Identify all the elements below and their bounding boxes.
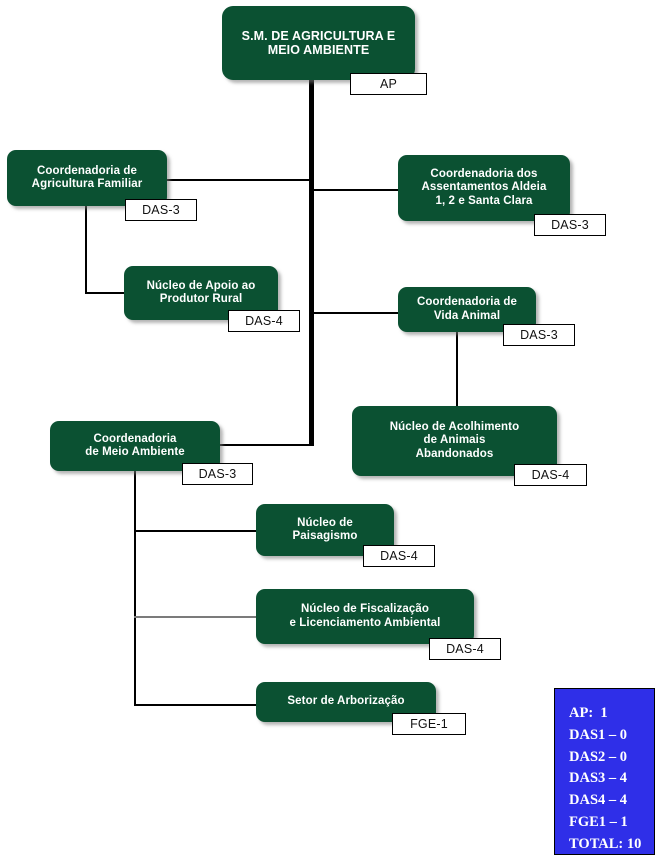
node-fiscalizacao-line1: Núcleo de Fiscalização xyxy=(300,603,430,616)
tag-acolhimento-das4: DAS-4 xyxy=(514,464,587,486)
connector-meio-ambiente-to-paisagismo xyxy=(134,530,258,532)
legend-row-das1: DAS1 – 0 xyxy=(569,726,628,743)
tag-vida-animal-das3: DAS-3 xyxy=(503,324,575,346)
node-apoio-produtor-label: Núcleo de Apoio ao Produtor Rural xyxy=(130,280,272,306)
node-agricultura-label: Coordenadoria de Agricultura Familiar xyxy=(13,165,161,191)
node-acolhimento-line1: Núcleo de Acolhimento xyxy=(389,421,520,434)
legend-row-ap: AP: 1 xyxy=(569,705,608,721)
node-paisagismo-line2: Paisagismo xyxy=(292,530,358,542)
connector-trunk-main xyxy=(309,78,314,446)
node-nucleo-fiscalizacao-licenciamento[interactable]: Núcleo de Fiscalização e Licenciamento A… xyxy=(256,589,474,644)
tag-apoio-produtor-das4: DAS-4 xyxy=(228,310,300,332)
tag-paisagismo-das4: DAS-4 xyxy=(363,545,435,567)
node-root-label: S.M. DE AGRICULTURA E MEIO AMBIENTE xyxy=(228,29,409,58)
connector-root-to-agricultura-familiar xyxy=(167,179,311,181)
node-acolhimento-line3: Abandonados xyxy=(415,447,494,460)
node-root-line2: MEIO AMBIENTE xyxy=(267,43,370,57)
legend-row-das4: DAS4 – 4 xyxy=(569,792,628,808)
node-vida-animal-label: Coordenadoria de Vida Animal xyxy=(404,296,530,322)
node-root-line1: S.M. DE AGRICULTURA E xyxy=(241,28,396,43)
node-arborizacao-label: Setor de Arborização xyxy=(262,695,430,708)
node-coordenadoria-vida-animal[interactable]: Coordenadoria de Vida Animal xyxy=(398,287,536,332)
node-vida-animal-line1: Coordenadoria de xyxy=(416,296,517,309)
node-paisagismo-label: Núcleo de Paisagismo xyxy=(262,517,388,543)
node-paisagismo-line1: Núcleo de xyxy=(297,516,353,529)
connector-meio-ambiente-vertical xyxy=(134,470,136,706)
node-apoio-produtor-line2: Produtor Rural xyxy=(159,293,243,305)
tag-agricultura-das3: DAS-3 xyxy=(125,199,197,221)
tag-meio-ambiente-das3: DAS-3 xyxy=(182,463,253,485)
legend-row-fge1: FGE1 – 1 xyxy=(569,813,628,830)
node-apoio-produtor-line1: Núcleo de Apoio ao xyxy=(146,279,256,292)
node-acolhimento-line2: de Animais xyxy=(423,434,486,447)
legend-row-das2: DAS2 – 0 xyxy=(569,748,628,765)
node-assentamentos-label: Coordenadoria dos Assentamentos Aldeia 1… xyxy=(404,168,564,208)
node-meio-ambiente-line2: de Meio Ambiente xyxy=(85,446,185,458)
node-agricultura-line2: Agricultura Familiar xyxy=(31,178,143,190)
legend-box: AP: 1 DAS1 – 0 DAS2 – 0 DAS3 – 4 DAS4 – … xyxy=(554,688,655,855)
node-arborizacao-line1: Setor de Arborização xyxy=(287,695,405,708)
legend-row-total: TOTAL: 10 xyxy=(569,835,642,852)
connector-root-to-vida-animal xyxy=(311,312,399,314)
node-meio-ambiente-line1: Coordenadoria xyxy=(93,432,177,445)
node-agricultura-line1: Coordenadoria de xyxy=(36,164,137,177)
legend-row-das3: DAS3 – 4 xyxy=(569,770,628,787)
connector-vida-animal-vertical xyxy=(456,331,458,406)
node-acolhimento-label: Núcleo de Acolhimento de Animais Abandon… xyxy=(358,421,551,461)
node-fiscalizacao-line2: e Licenciamento Ambiental xyxy=(289,616,441,629)
tag-fiscalizacao-das4: DAS-4 xyxy=(429,638,501,660)
node-assentamentos-line3: 1, 2 e Santa Clara xyxy=(435,194,533,207)
tag-arborizacao-fge1: FGE-1 xyxy=(392,713,466,735)
connector-meio-ambiente-to-fiscalizacao xyxy=(134,616,258,618)
node-coordenadoria-assentamentos[interactable]: Coordenadoria dos Assentamentos Aldeia 1… xyxy=(398,155,570,221)
tag-root-ap: AP xyxy=(350,73,427,95)
connector-root-to-assentamentos xyxy=(311,189,400,191)
node-assentamentos-line1: Coordenadoria dos xyxy=(430,168,538,181)
node-root-secretaria[interactable]: S.M. DE AGRICULTURA E MEIO AMBIENTE xyxy=(222,6,415,80)
tag-assentamentos-das3: DAS-3 xyxy=(534,214,606,236)
node-meio-ambiente-label: Coordenadoria de Meio Ambiente xyxy=(56,433,214,459)
node-vida-animal-line2: Vida Animal xyxy=(433,309,501,322)
node-assentamentos-line2: Assentamentos Aldeia xyxy=(421,181,547,194)
node-coordenadoria-agricultura-familiar[interactable]: Coordenadoria de Agricultura Familiar xyxy=(7,150,167,206)
connector-agricultura-vertical xyxy=(85,205,87,294)
node-fiscalizacao-label: Núcleo de Fiscalização e Licenciamento A… xyxy=(262,603,468,629)
node-coordenadoria-meio-ambiente[interactable]: Coordenadoria de Meio Ambiente xyxy=(50,421,220,471)
connector-meio-ambiente-to-arborizacao xyxy=(134,704,258,706)
connector-agricultura-to-apoio-produtor xyxy=(85,292,125,294)
